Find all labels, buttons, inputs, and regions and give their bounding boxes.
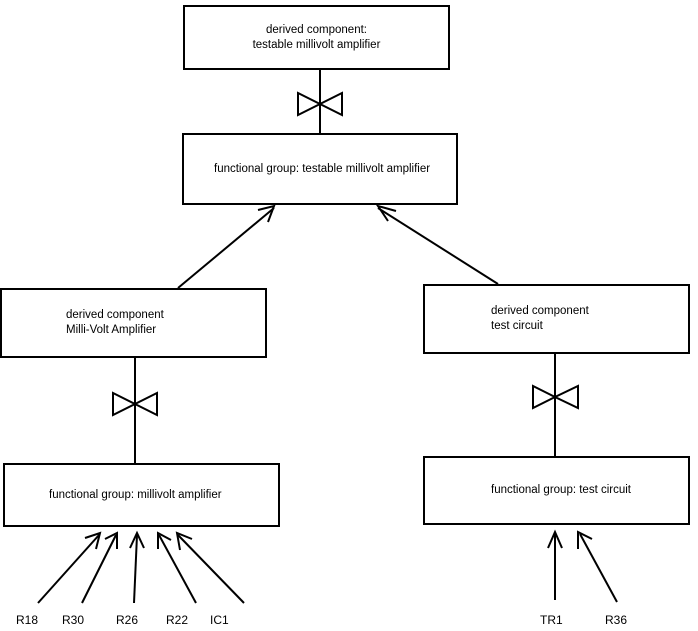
leaf-label-r18[interactable]: R18 [16,613,38,627]
node-functional-group-millivolt-amplifier[interactable]: functional group: millivolt amplifier [3,463,280,527]
leaf-label-r22[interactable]: R22 [166,613,188,627]
node-functional-group-testable-millivolt-amplifier[interactable]: functional group: testable millivolt amp… [182,133,458,205]
edge-r26-to-fg-mvamp [129,530,145,604]
edge-fg-testable-to-dc-testable [297,70,343,133]
bowtie-icon-left [112,391,158,417]
leaf-label-text: IC1 [210,613,229,627]
bowtie-icon-top [297,91,343,117]
edge-r36-to-fg-testcircuit [577,530,618,603]
edge-r18-to-fg-mvamp [37,531,102,604]
edge-r30-to-fg-mvamp [81,531,118,604]
node-label: derived component Milli-Volt Amplifier [66,309,164,336]
bowtie-icon-right [532,384,579,410]
node-label: derived component test circuit [491,305,589,332]
leaf-label-ic1[interactable]: IC1 [210,613,229,627]
leaf-label-text: R26 [116,613,139,627]
leaf-label-r26[interactable]: R26 [116,613,138,627]
node-label: functional group: testable millivolt amp… [214,162,431,175]
edge-dc-testcircuit-to-fg-testable [375,204,499,285]
node-derived-component-testable-millivolt-amplifier[interactable]: derived component: testable millivolt am… [183,5,450,70]
node-derived-component-test-circuit[interactable]: derived component test circuit [423,284,690,354]
leaf-label-r36[interactable]: R36 [605,613,627,627]
leaf-label-r30[interactable]: R30 [62,613,84,627]
node-label: functional group: test circuit [491,484,631,496]
edge-tr1-to-fg-testcircuit [547,529,563,600]
leaf-label-text: R18 [16,613,39,627]
node-label: derived component: testable millivolt am… [252,23,381,51]
edge-fg-mvamp-to-dc-mvamp [112,358,158,463]
edge-dc-mvamp-to-fg-testable [177,204,276,289]
leaf-label-text: TR1 [540,613,563,627]
leaf-label-text: R30 [62,613,85,627]
edge-r22-to-fg-mvamp [157,531,197,604]
leaf-label-text: R36 [605,613,628,627]
edge-ic1-to-fg-mvamp [175,531,245,604]
leaf-label-tr1[interactable]: TR1 [540,613,563,627]
node-derived-component-milli-volt-amplifier[interactable]: derived component Milli-Volt Amplifier [0,288,267,358]
node-label: functional group: millivolt amplifier [49,488,222,501]
edge-fg-testcircuit-to-dc-testcircuit [532,354,579,456]
leaf-label-text: R22 [166,613,189,627]
node-functional-group-test-circuit[interactable]: functional group: test circuit [423,456,690,525]
